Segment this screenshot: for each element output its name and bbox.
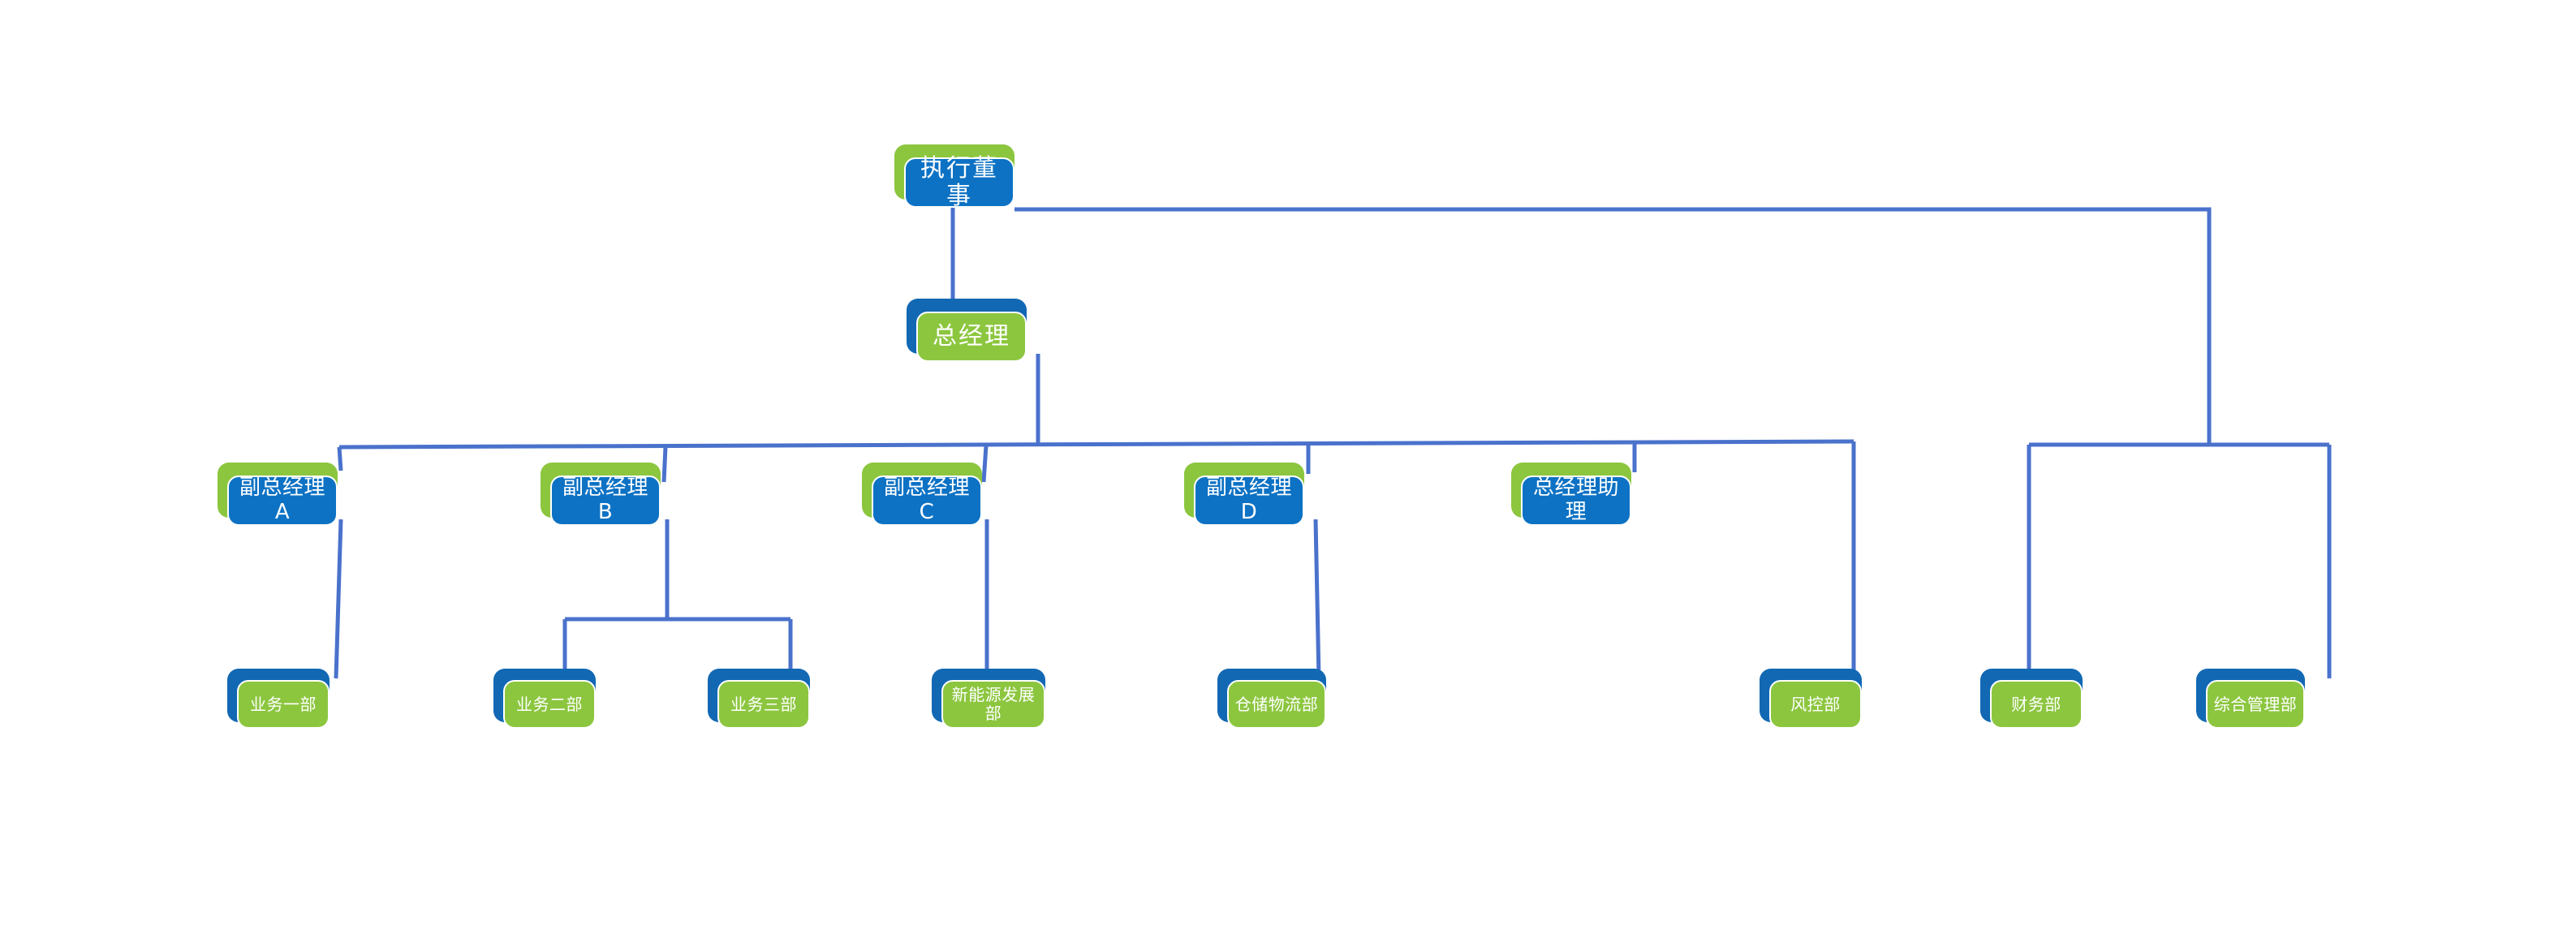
edge-vpa-to-biz1 [334,519,343,679]
node-card: 副总经理 D [1194,476,1304,526]
node-card: 总经理 [916,312,1027,362]
node-card: 风控部 [1769,680,1862,729]
node-gm-assistant[interactable]: 总经理助理 [1511,463,1631,526]
node-card: 副总经理 C [872,476,982,526]
node-vp-a[interactable]: 副总经理 A [218,463,338,526]
edge-main-bus [338,439,1854,450]
node-card: 执行董事 [904,154,1014,210]
node-vp-b[interactable]: 副总经理 B [541,463,661,526]
edge-exec-to-right-branch [1014,207,2212,445]
node-dept-new-energy[interactable]: 新能源发展部 [932,669,1045,729]
edge-bus-to-vp-b [661,445,668,483]
node-dept-biz1[interactable]: 业务一部 [227,669,330,729]
edge-vpd-to-warehouse [1313,519,1321,679]
node-dept-biz3[interactable]: 业务三部 [708,669,810,729]
node-vp-d[interactable]: 副总经理 D [1184,463,1304,526]
edge-bus-to-vp-a [337,446,343,471]
node-card: 新能源发展部 [941,680,1045,729]
edge-bus-to-vp-c [981,445,989,483]
node-card: 业务二部 [503,680,596,729]
node-exec-director[interactable]: 执行董事 [894,144,1014,210]
node-card: 副总经理 B [550,476,661,526]
node-vp-c[interactable]: 副总经理 C [862,463,982,526]
node-dept-warehouse-logistics[interactable]: 仓储物流部 [1217,669,1326,729]
node-general-manager[interactable]: 总经理 [907,299,1027,362]
node-card: 总经理助理 [1521,476,1631,526]
node-card: 业务三部 [717,680,810,729]
node-dept-biz2[interactable]: 业务二部 [493,669,596,729]
node-card: 综合管理部 [2206,680,2305,729]
node-card: 财务部 [1990,680,2083,729]
node-dept-general-admin[interactable]: 综合管理部 [2196,669,2305,729]
node-dept-risk-control[interactable]: 风控部 [1760,669,1862,729]
node-card: 副总经理 A [227,476,338,526]
node-dept-finance[interactable]: 财务部 [1980,669,2083,729]
node-card: 业务一部 [237,680,330,729]
node-card: 仓储物流部 [1227,680,1326,729]
